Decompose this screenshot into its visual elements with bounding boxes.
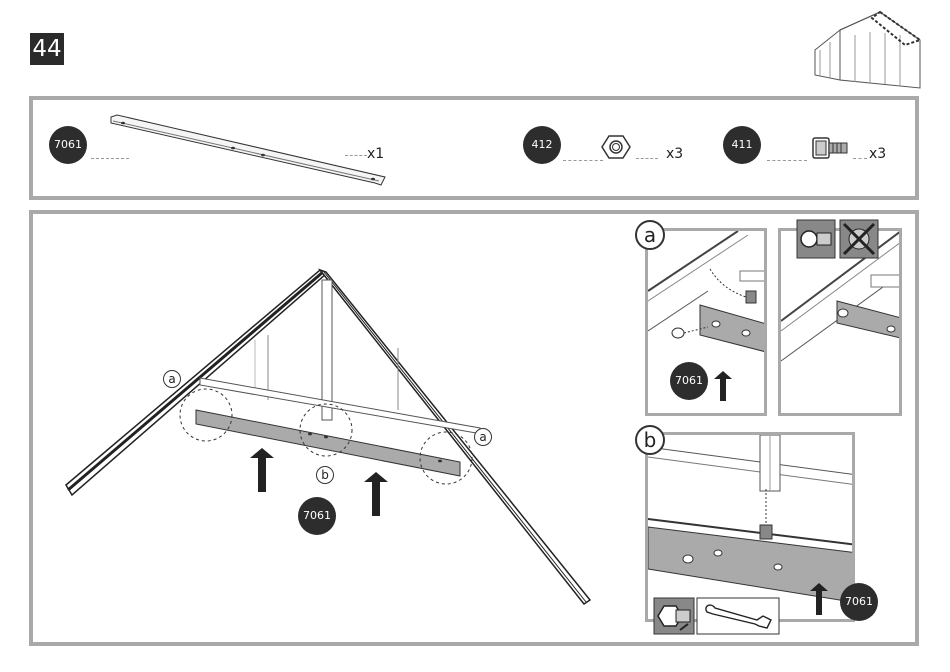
wrench-icon <box>697 598 779 634</box>
detail-b-panel <box>645 432 855 622</box>
parts-list-panel: 7061 x1 412 x3 411 x3 <box>29 96 919 200</box>
part-code-badge: 7061 <box>298 497 336 535</box>
leader-line <box>767 160 807 161</box>
part-quantity: x3 <box>869 146 886 162</box>
greenhouse-thumbnail-icon <box>810 10 930 90</box>
part-code-badge: 7061 <box>840 583 878 621</box>
part-code-badge: 7061 <box>670 362 708 400</box>
leader-line <box>636 158 658 159</box>
part-code-badge: 411 <box>723 126 761 164</box>
detail-a-result-drawing <box>781 231 902 416</box>
callout-letter-a: a <box>474 428 492 446</box>
callout-letter-a: a <box>163 370 181 388</box>
part-quantity: x1 <box>367 146 384 162</box>
hex-nut-icon <box>601 134 631 160</box>
part-quantity: x3 <box>666 146 683 162</box>
detail-a-letter: a <box>635 220 665 250</box>
detail-a-drawing <box>648 231 767 416</box>
part-code-badge: 7061 <box>49 126 87 164</box>
leader-line <box>345 155 367 156</box>
nut-bolt-tighten-icon <box>654 598 694 634</box>
not-allowed-icon <box>840 220 878 258</box>
callout-letter-b: b <box>316 466 334 484</box>
leader-line <box>563 160 603 161</box>
square-bolt-icon <box>811 136 851 160</box>
roof-frame-drawing <box>30 210 630 646</box>
detail-b-letter: b <box>635 425 665 455</box>
step-number-badge: 44 <box>30 33 64 65</box>
detail-b-drawing <box>648 435 855 622</box>
part-code-badge: 412 <box>523 126 561 164</box>
leader-line <box>853 158 867 159</box>
nut-bolt-assembled-icon <box>797 220 835 258</box>
